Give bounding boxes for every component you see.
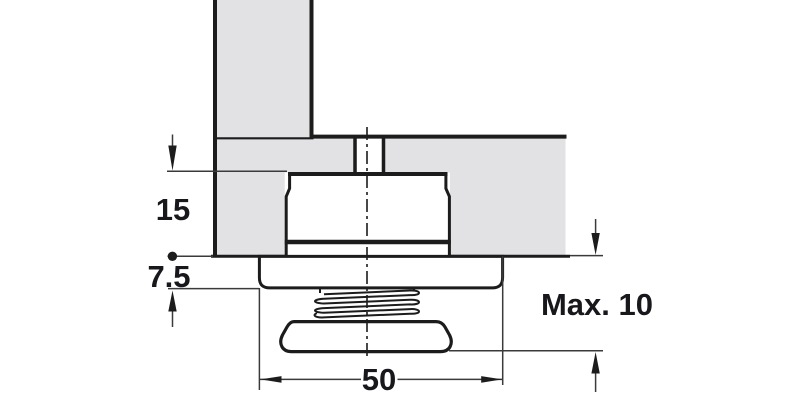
fitting-body-left-side — [284, 174, 292, 256]
side-panel-lower — [213, 171, 285, 257]
dimension-arrowheads — [167, 145, 600, 383]
cabinet-panels — [213, 0, 566, 257]
arrow-down-icon-max10 — [591, 233, 600, 255]
datum-dot — [167, 251, 178, 261]
dimension-label-50: 50 — [362, 362, 396, 397]
dimension-label-7-5: 7.5 — [147, 259, 190, 294]
base-flange-plate — [257, 254, 505, 290]
arrow-up-icon-7-5 — [168, 290, 177, 312]
fitting-body-fill — [286, 172, 450, 256]
dimension-label-max-10: Max. 10 — [541, 287, 653, 322]
adjustable-foot — [279, 320, 453, 354]
threaded-spindle — [313, 288, 420, 319]
screw-slot-opening — [356, 138, 382, 172]
arrow-left-icon-50 — [260, 376, 282, 383]
dimension-labels: 15 7.5 Max. 10 50 — [147, 192, 653, 397]
arrow-right-icon-50 — [481, 376, 503, 383]
right-panel-block — [450, 137, 566, 257]
side-panel-upper — [213, 0, 312, 139]
fitting-body — [257, 172, 505, 290]
arrow-down-icon-15 — [168, 145, 177, 171]
thread-coils — [313, 289, 420, 319]
arrow-up-icon-max10 — [591, 352, 600, 374]
dimension-label-15: 15 — [156, 192, 190, 227]
fitting-body-right-side — [444, 174, 451, 256]
